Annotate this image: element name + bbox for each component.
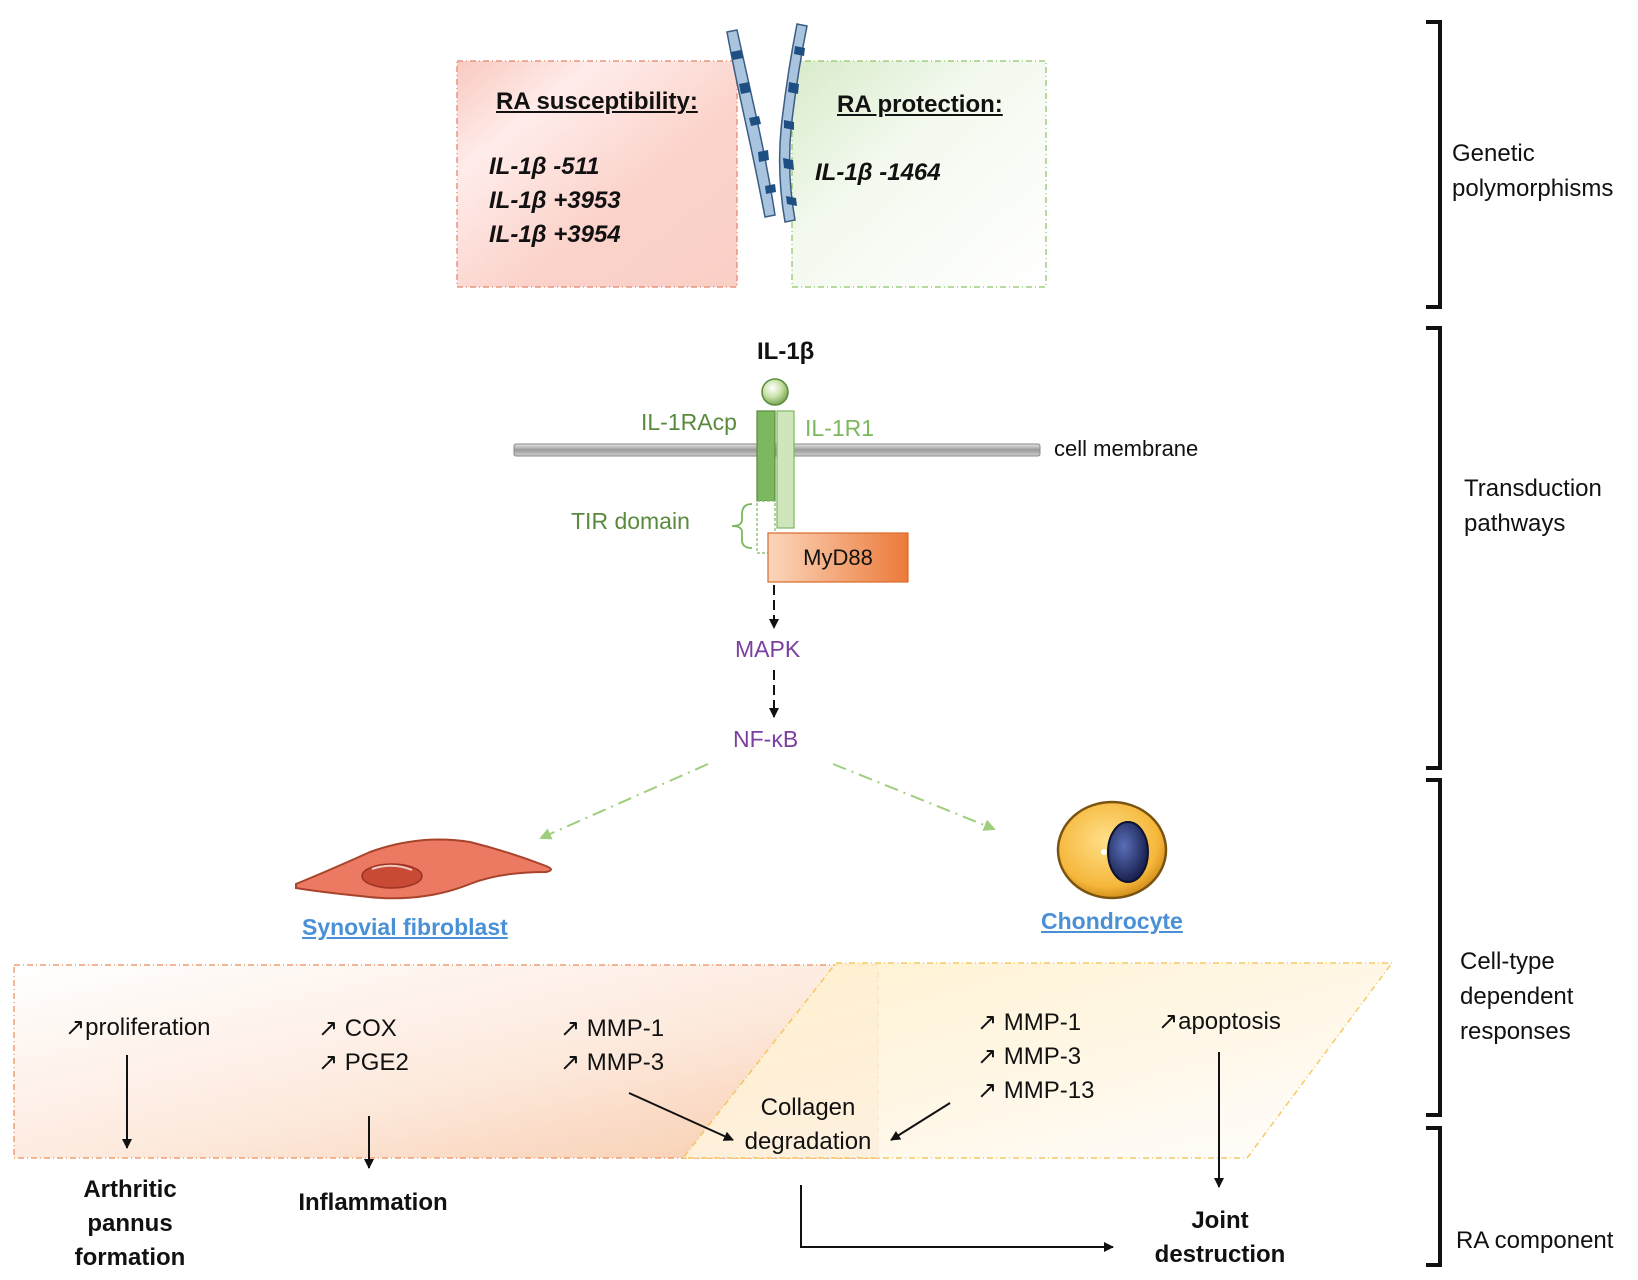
collagen-degradation-label: Collagen degradation: [744, 1094, 872, 1155]
fibroblast-mmp: ↗ MMP-1: [560, 1015, 665, 1042]
susceptibility-gene-list: IL-1β -511 IL-1β +3953 IL-1β +3954: [489, 150, 621, 252]
chondrocyte-response-region: [681, 962, 1394, 1159]
il1b-ligand-icon: [761, 378, 789, 406]
susceptibility-box: [456, 60, 738, 288]
il1r1-label: IL-1R1: [805, 415, 875, 441]
protection-title: RA protection:: [837, 91, 1003, 118]
fibroblast-mmp: ↗ MMP-3: [560, 1049, 665, 1076]
protection-gene: IL-1β -1464: [815, 159, 941, 186]
proliferation-response: ↗proliferation: [65, 1014, 211, 1041]
arrow-collagen-joint: [800, 1185, 1114, 1252]
outcome-pannus: Arthritic pannus formation: [74, 1176, 186, 1271]
chromosome-icon: [726, 23, 808, 223]
outcome-inflammation: Inflammation: [298, 1189, 448, 1216]
il1racp-receptor: [756, 410, 776, 502]
chondrocyte-mmp-list: ↗ MMP-1 ↗ MMP-3 ↗ MMP-13: [977, 1006, 1094, 1108]
arrow-nfkb-fibroblast: [539, 763, 709, 840]
category-transduction-label: Transduction pathways: [1464, 475, 1602, 537]
category-brackets: [1426, 20, 1442, 1267]
nfkb-label: NF-κB: [733, 726, 799, 752]
myd88-box: [767, 532, 909, 583]
mapk-label: MAPK: [735, 636, 801, 662]
il1r1-receptor: [776, 410, 795, 529]
susceptibility-gene: IL-1β +3954: [489, 221, 621, 248]
cell-membrane-label: cell membrane: [1054, 436, 1199, 461]
arrow-nfkb-chondrocyte: [832, 763, 996, 831]
chondrocyte-mmp: ↗ MMP-1: [977, 1009, 1082, 1036]
chondrocyte-mmp: ↗ MMP-13: [977, 1077, 1095, 1104]
chondrocyte-mmp: ↗ MMP-3: [977, 1043, 1082, 1070]
tir-brace: [731, 503, 753, 549]
il1b-label: IL-1β: [757, 338, 815, 365]
myd88-label: MyD88: [803, 545, 873, 570]
cox-pge-response: ↗ PGE2: [318, 1049, 409, 1076]
apoptosis-response: ↗apoptosis: [1158, 1008, 1281, 1035]
chondrocyte-label: Chondrocyte: [1041, 908, 1183, 934]
category-celltype-label: Cell-type dependent responses: [1460, 948, 1574, 1045]
il1racp-label: IL-1RAcp: [641, 409, 737, 435]
fibroblast-mmp-list: ↗ MMP-1 ↗ MMP-3: [560, 1012, 664, 1080]
category-ra-component-label: RA component: [1456, 1227, 1614, 1254]
tir-domain-label: TIR domain: [571, 508, 690, 534]
susceptibility-gene: IL-1β -511: [489, 153, 600, 180]
category-genetic-label: Genetic polymorphisms: [1452, 140, 1614, 202]
protection-box: [791, 60, 1047, 288]
susceptibility-gene: IL-1β +3953: [489, 187, 621, 214]
cox-pge-response: ↗ COX: [318, 1015, 397, 1042]
synovial-fibroblast-label: Synovial fibroblast: [302, 914, 508, 940]
susceptibility-title: RA susceptibility:: [496, 88, 698, 115]
arrow-chondro-mmp-collagen: [890, 1102, 951, 1141]
outcome-joint-destruction: Joint destruction: [1154, 1207, 1286, 1268]
cox-pge-response-list: ↗ COX ↗ PGE2: [318, 1012, 409, 1080]
synovial-fibroblast-icon: [295, 838, 552, 900]
chondrocyte-icon: [1056, 800, 1168, 900]
arrow-fibro-mmp-collagen: [628, 1092, 734, 1141]
